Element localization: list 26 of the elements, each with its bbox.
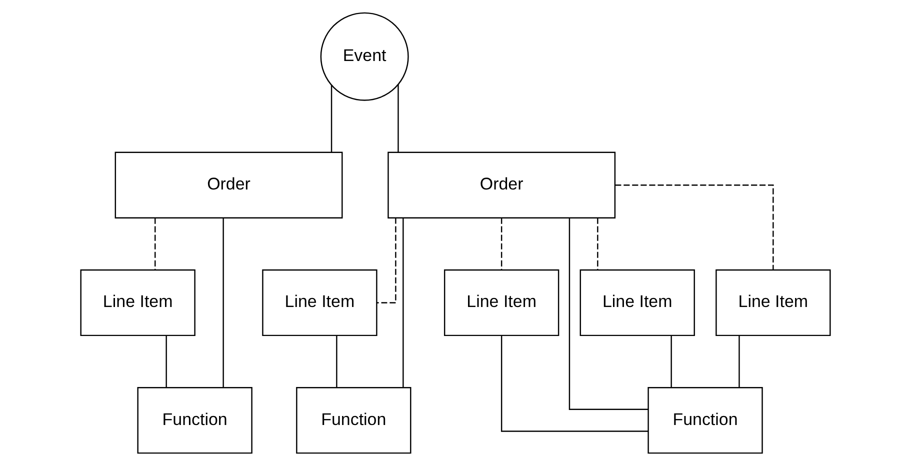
connector: [614, 184, 774, 270]
node-box: Function: [647, 386, 762, 454]
connector: [154, 218, 156, 270]
connector: [330, 85, 332, 152]
connector: [500, 218, 502, 270]
connector: [336, 335, 337, 388]
node-box: Line Item: [579, 269, 694, 336]
node-box: Line Item: [443, 269, 559, 336]
node-box: Line Item: [80, 269, 195, 336]
connector: [670, 335, 672, 388]
connector: [397, 84, 398, 152]
node-box: Order: [387, 152, 616, 218]
connector: [222, 218, 224, 388]
connector: [402, 218, 404, 388]
node-box: Function: [136, 386, 252, 454]
connector: [500, 335, 648, 432]
node-box: Line Item: [715, 269, 830, 336]
connector: [596, 218, 598, 270]
node-box: Line Item: [262, 269, 377, 336]
node-circle: Event: [320, 12, 408, 101]
connector: [738, 335, 740, 388]
connector: [165, 335, 166, 388]
node-box: Order: [114, 152, 342, 218]
connector: [568, 218, 648, 410]
connector: [376, 218, 396, 304]
node-box: Function: [296, 386, 411, 454]
